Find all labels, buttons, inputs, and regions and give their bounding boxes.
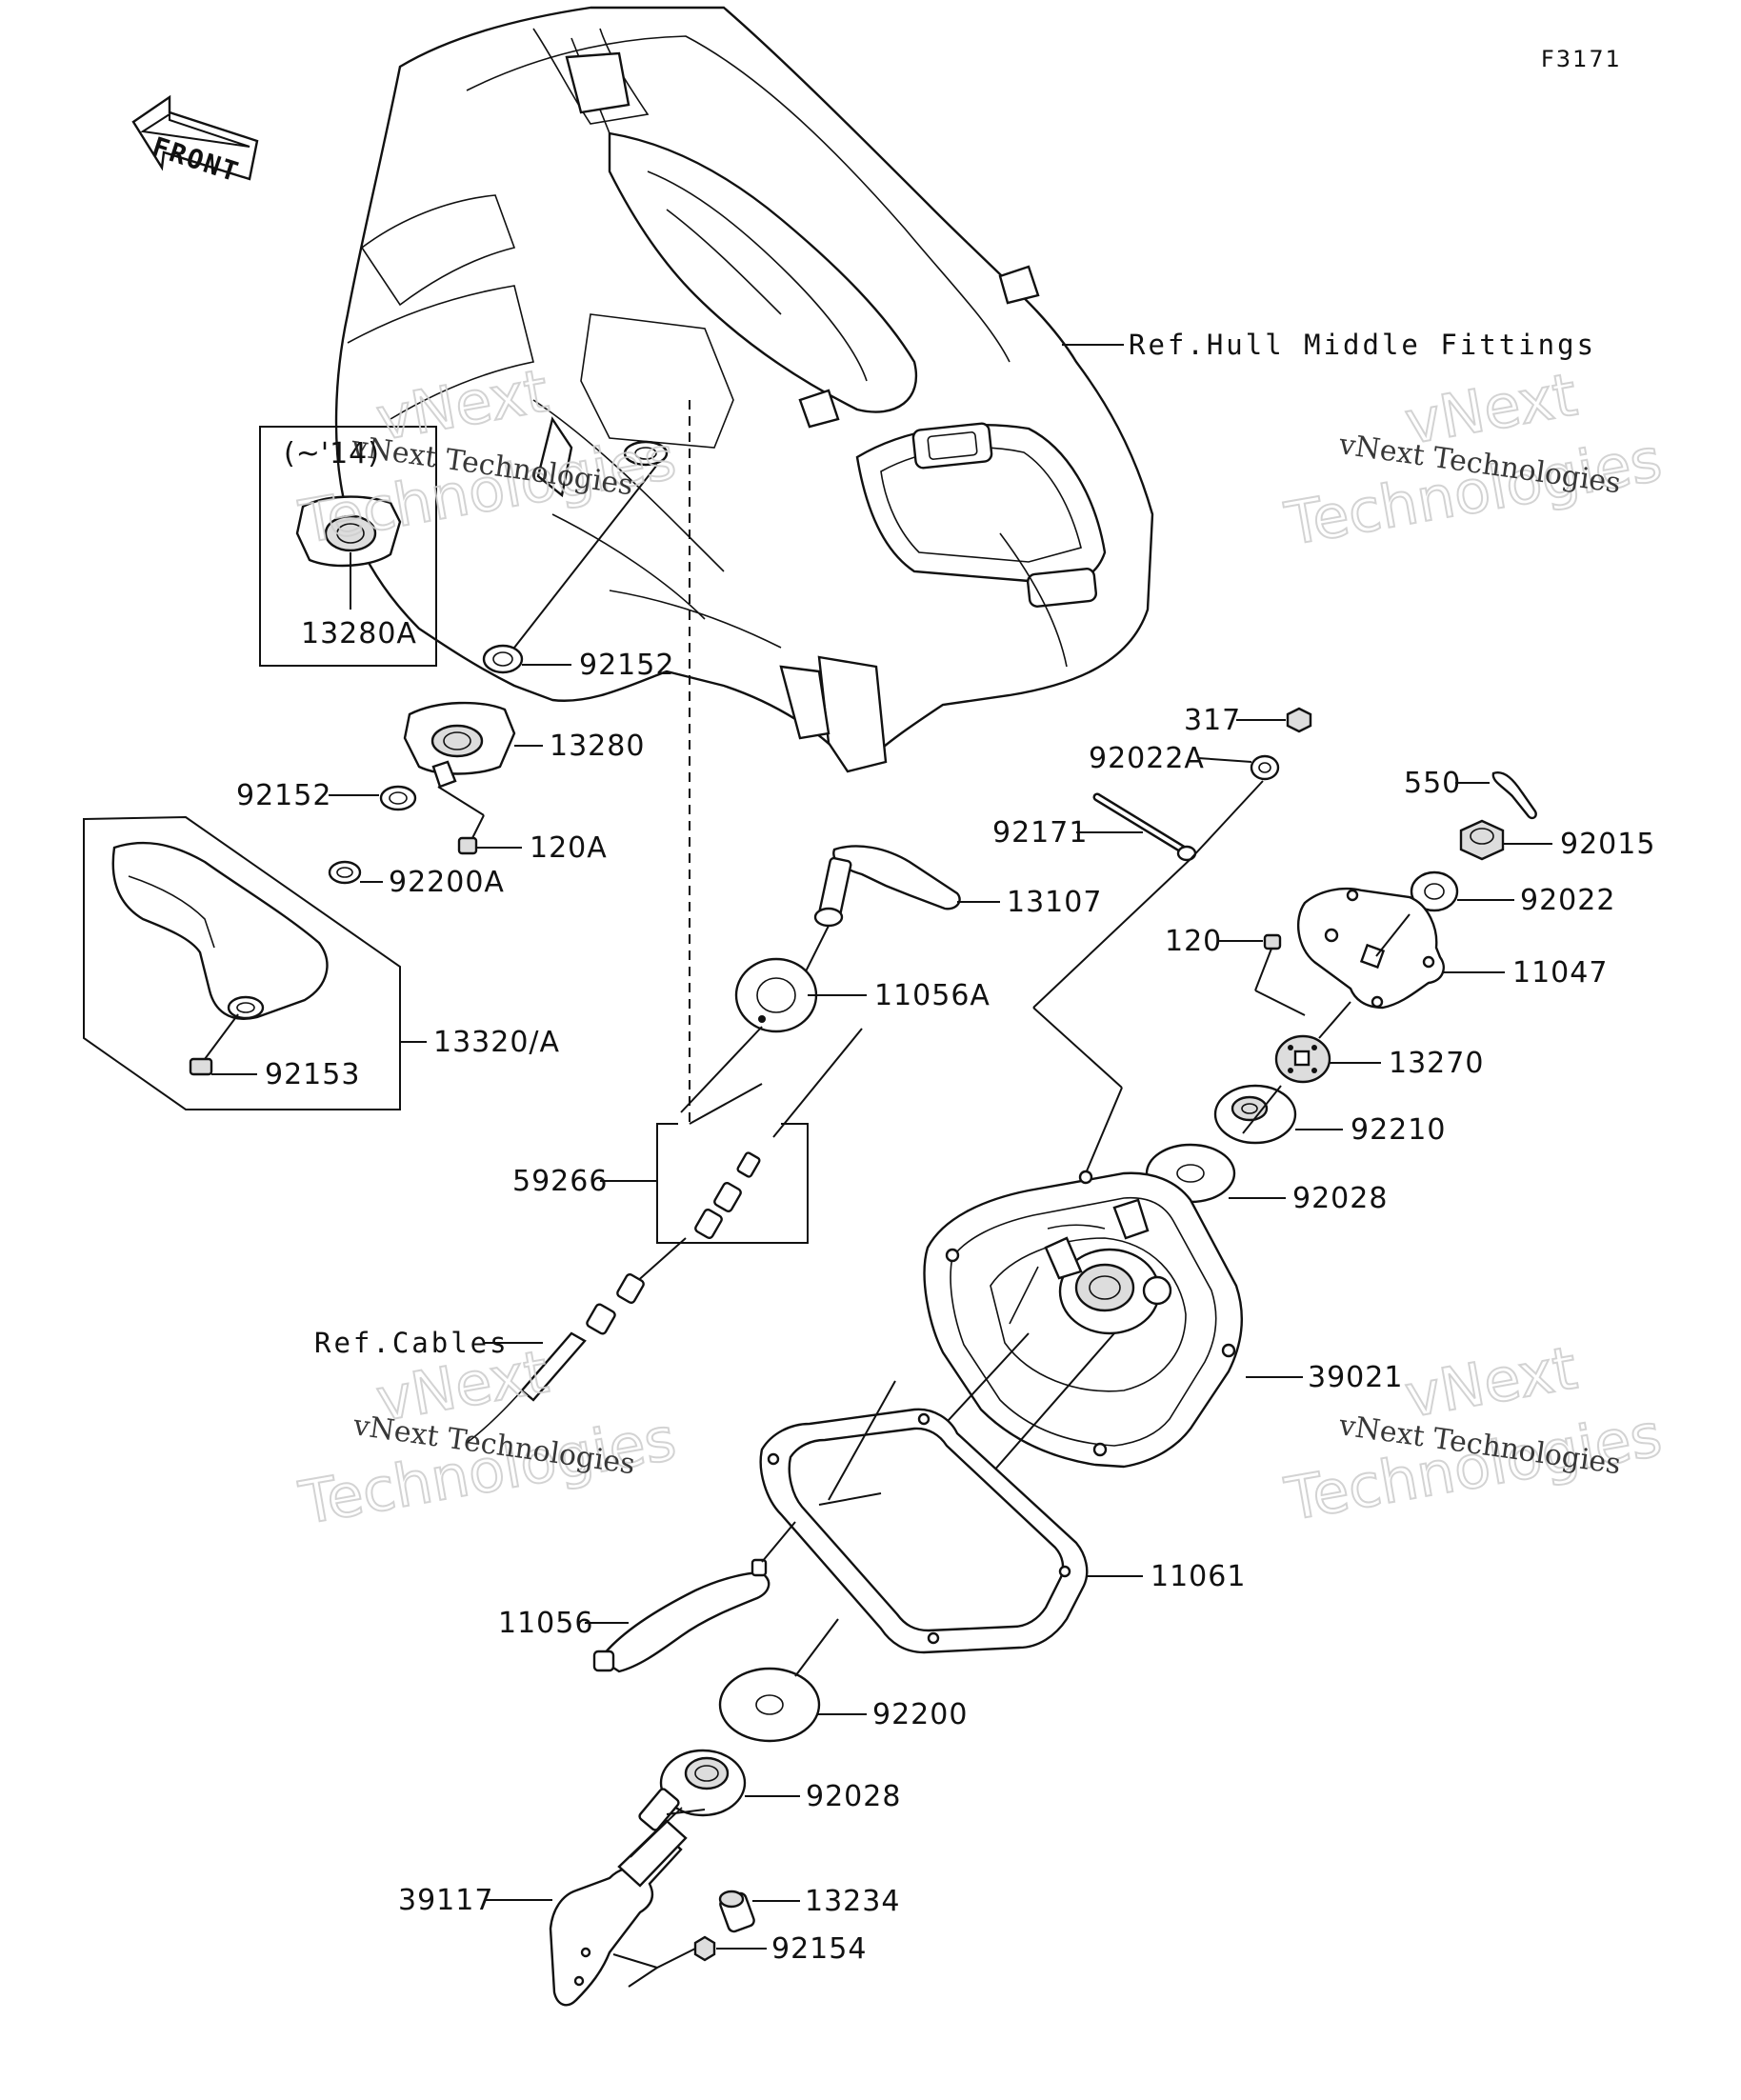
part-59266-drawing bbox=[694, 1151, 761, 1239]
part-label-120: 120 bbox=[1165, 925, 1222, 958]
cable-drawing bbox=[466, 1237, 687, 1444]
part-label-59266: 59266 bbox=[512, 1165, 608, 1198]
part-13234-drawing bbox=[718, 1890, 755, 1933]
part-label-92200: 92200 bbox=[872, 1698, 968, 1731]
part-label-120a: 120A bbox=[530, 831, 608, 865]
part-label-92154: 92154 bbox=[771, 1932, 867, 1966]
part-317-drawing bbox=[1286, 707, 1312, 733]
part-label-92152-lower: 92152 bbox=[236, 779, 331, 812]
watermark-bottom-left: vNext Technologies vNext Technologies bbox=[293, 1335, 682, 1539]
part-92153-drawing bbox=[189, 1013, 239, 1076]
part-label-13320a: 13320/A bbox=[433, 1026, 560, 1059]
part-label-92200a: 92200A bbox=[389, 866, 505, 899]
watermark-top-right: vNext Technologies vNext Technologies bbox=[1279, 358, 1668, 560]
part-92200a-drawing bbox=[328, 860, 362, 885]
part-39021-drawing bbox=[923, 1170, 1244, 1469]
front-arrow-icon: FRONT bbox=[131, 94, 259, 189]
part-13270-drawing bbox=[1274, 1034, 1331, 1084]
part-label-13280a: 13280A bbox=[301, 617, 417, 650]
part-label-92028-lower: 92028 bbox=[806, 1780, 901, 1813]
part-label-11056a: 11056A bbox=[874, 979, 991, 1012]
part-label-317: 317 bbox=[1184, 704, 1241, 737]
part-label-13280: 13280 bbox=[550, 730, 645, 763]
part-92028-lower-drawing bbox=[659, 1749, 747, 1817]
part-label-92210: 92210 bbox=[1351, 1113, 1446, 1147]
part-label-11061: 11061 bbox=[1151, 1560, 1246, 1593]
year-inset-box bbox=[259, 426, 437, 667]
part-11061-drawing bbox=[759, 1408, 1089, 1654]
part-11047-drawing bbox=[1297, 887, 1445, 1010]
part-92200-drawing bbox=[718, 1667, 821, 1743]
figure-code: F3171 bbox=[1541, 46, 1622, 72]
part-13280a-drawing bbox=[295, 495, 402, 568]
part-label-92028-upper: 92028 bbox=[1292, 1182, 1388, 1215]
part-label-92171: 92171 bbox=[992, 816, 1088, 850]
year-note: (~'14) bbox=[284, 437, 380, 470]
part-13107-drawing bbox=[813, 845, 961, 928]
part-92022a-drawing bbox=[1250, 754, 1280, 781]
part-label-92022: 92022 bbox=[1520, 884, 1615, 917]
part-550-drawing bbox=[1491, 771, 1537, 820]
part-label-92022a: 92022A bbox=[1089, 742, 1205, 775]
part-label-39021: 39021 bbox=[1308, 1361, 1403, 1394]
part-92152-drawing bbox=[482, 644, 524, 674]
part-59266-bracket bbox=[656, 1123, 809, 1244]
part-92171-drawing bbox=[1092, 792, 1197, 862]
part-label-92153: 92153 bbox=[265, 1058, 360, 1091]
part-label-13234: 13234 bbox=[805, 1885, 900, 1918]
part-11056-drawing bbox=[592, 1558, 770, 1673]
part-92152-lower-drawing bbox=[379, 785, 417, 811]
part-label-11056: 11056 bbox=[498, 1607, 593, 1640]
part-92210-drawing bbox=[1213, 1084, 1297, 1145]
part-13320-drawing bbox=[111, 841, 329, 1020]
part-92154-drawing bbox=[693, 1935, 716, 1962]
part-label-13107: 13107 bbox=[1007, 886, 1102, 919]
part-label-13270: 13270 bbox=[1389, 1047, 1484, 1080]
part-13280-drawing bbox=[403, 701, 516, 789]
part-92022-drawing bbox=[1410, 870, 1459, 912]
part-11056a-drawing bbox=[734, 957, 818, 1033]
part-label-550: 550 bbox=[1404, 767, 1461, 800]
ref-cables: Ref.Cables bbox=[314, 1327, 510, 1359]
part-13320-inset bbox=[83, 815, 401, 1110]
part-label-39117: 39117 bbox=[398, 1884, 493, 1917]
part-label-11047: 11047 bbox=[1512, 956, 1608, 990]
hull-body-drawing bbox=[334, 6, 1154, 773]
ref-hull-middle-fittings: Ref.Hull Middle Fittings bbox=[1129, 329, 1596, 361]
part-39117-drawing bbox=[549, 1788, 688, 2007]
part-label-92015: 92015 bbox=[1560, 828, 1655, 861]
part-92015-drawing bbox=[1459, 819, 1505, 861]
part-label-92152-upper: 92152 bbox=[579, 649, 674, 682]
part-120-drawing bbox=[1263, 933, 1282, 950]
part-120a-drawing bbox=[457, 814, 485, 855]
